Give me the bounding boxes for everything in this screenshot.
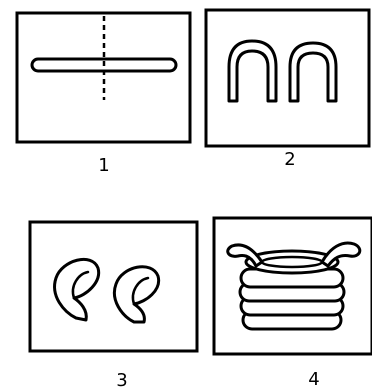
panel-step-2: 2 <box>206 10 369 170</box>
panel-step-1: 1 <box>17 13 190 176</box>
step-label: 1 <box>98 155 109 176</box>
panel-frame <box>17 13 190 142</box>
step-label: 4 <box>308 369 319 389</box>
panel-step-4: 4 <box>214 218 372 389</box>
step-label: 3 <box>116 370 127 389</box>
step-label: 2 <box>284 149 295 170</box>
panel-step-3: 3 <box>30 222 197 389</box>
